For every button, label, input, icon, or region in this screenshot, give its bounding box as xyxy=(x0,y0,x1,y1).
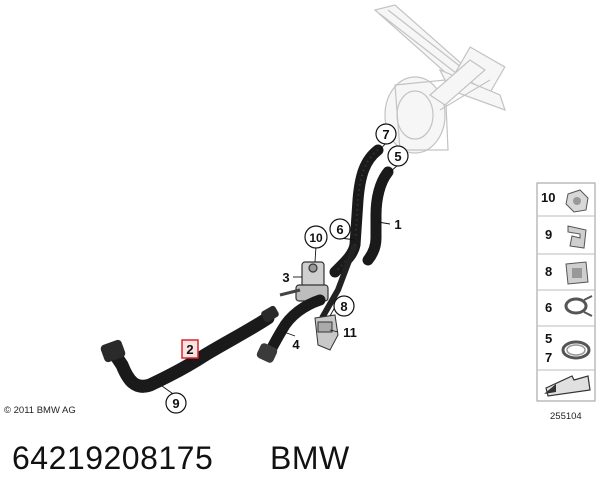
bracket-11 xyxy=(314,314,339,351)
svg-text:8: 8 xyxy=(340,299,347,314)
parts-diagram: 7 5 1 6 10 3 8 11 4 2 9 xyxy=(100,4,596,414)
svg-text:5: 5 xyxy=(394,149,401,164)
legend-item-arrow xyxy=(544,375,591,397)
svg-text:7: 7 xyxy=(545,350,552,365)
spring-clamp-icon xyxy=(564,295,593,317)
svg-text:7: 7 xyxy=(382,127,389,142)
callout-9: 9 xyxy=(165,392,187,414)
svg-text:6: 6 xyxy=(545,300,552,315)
svg-text:10: 10 xyxy=(541,190,555,205)
callout-10: 10 xyxy=(304,225,328,249)
drawing-number: 255104 xyxy=(550,411,582,422)
callout-11: 11 xyxy=(343,325,357,340)
svg-text:5: 5 xyxy=(545,331,552,346)
callout-5: 5 xyxy=(387,145,409,167)
brand-name: BMW xyxy=(270,440,350,476)
hose-1 xyxy=(362,166,394,266)
callout-3: 3 xyxy=(282,270,289,285)
callout-6: 6 xyxy=(329,218,351,240)
callout-2: 2 xyxy=(181,339,199,359)
legend-item-8: 8 xyxy=(545,261,589,285)
callout-8: 8 xyxy=(333,295,355,317)
clip-icon xyxy=(567,225,587,249)
svg-text:11: 11 xyxy=(343,325,357,340)
part-number: 64219208175 xyxy=(12,440,214,476)
copyright-text: © 2011 BMW AG xyxy=(4,405,76,416)
svg-text:3: 3 xyxy=(282,270,289,285)
callout-1: 1 xyxy=(394,217,401,232)
bracket-icon xyxy=(565,261,589,285)
svg-text:8: 8 xyxy=(545,264,552,279)
hose-9 xyxy=(100,305,279,393)
callout-4: 4 xyxy=(292,337,300,352)
svg-text:2: 2 xyxy=(186,342,193,357)
legend-item-6: 6 xyxy=(545,295,593,317)
legend-item-9: 9 xyxy=(545,225,587,249)
svg-text:4: 4 xyxy=(292,337,300,352)
hose-4 xyxy=(256,294,326,363)
hose-6 xyxy=(319,243,358,320)
svg-text:9: 9 xyxy=(545,227,552,242)
nut-icon xyxy=(565,189,589,213)
hose-clamp-icon xyxy=(561,340,591,360)
water-valve xyxy=(279,261,329,302)
svg-text:9: 9 xyxy=(172,396,179,411)
callout-7: 7 xyxy=(375,123,397,145)
legend-item-10: 10 xyxy=(541,189,589,213)
svg-text:6: 6 xyxy=(336,222,343,237)
hose-7 xyxy=(329,144,384,278)
heater-core-faded xyxy=(373,4,506,154)
arrow-icon xyxy=(544,375,591,397)
legend-panel: 10 9 8 6 5 xyxy=(536,182,596,402)
legend-item-5-7: 5 7 xyxy=(545,331,591,365)
svg-text:1: 1 xyxy=(394,217,401,232)
svg-text:10: 10 xyxy=(309,231,323,245)
